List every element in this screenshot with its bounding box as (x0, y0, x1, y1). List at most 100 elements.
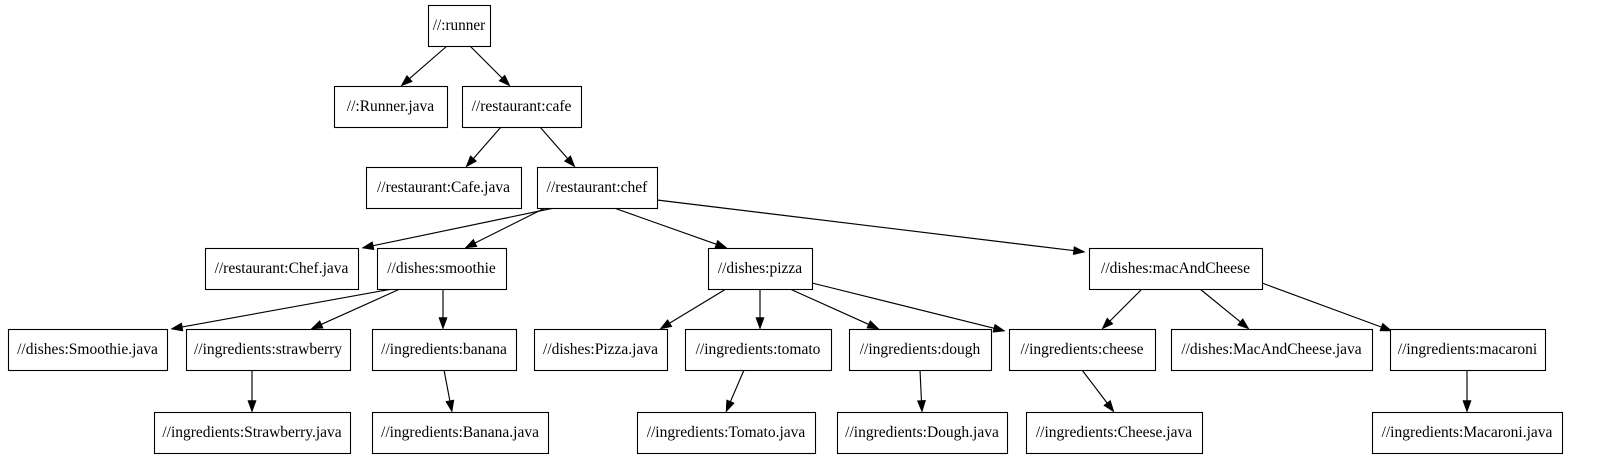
node-cheese[interactable]: //ingredients:cheese (1008, 328, 1157, 372)
node-runner_java[interactable]: //:Runner.java (333, 85, 449, 129)
edge-arrowhead (464, 238, 478, 249)
node-cheese_java[interactable]: //ingredients:Cheese.java (1025, 411, 1204, 455)
node-box[interactable] (684, 328, 833, 372)
edge-arrowhead (755, 317, 765, 330)
edge-cheese-to-cheese_java (1081, 369, 1115, 413)
node-pizza_java[interactable]: //dishes:Pizza.java (533, 328, 669, 372)
node-box[interactable] (533, 328, 669, 372)
node-box[interactable] (636, 411, 817, 455)
node-pizza[interactable]: //dishes:pizza (707, 247, 814, 291)
node-label: //dishes:pizza (718, 260, 802, 277)
edge-arrowhead (498, 74, 511, 87)
node-label: //dishes:Pizza.java (543, 341, 658, 358)
edge-shaft (669, 288, 727, 324)
node-layer: //:runner //:Runner.java //restaurant:cafe… (7, 4, 1564, 455)
edge-shaft (789, 288, 869, 325)
node-box[interactable] (1008, 328, 1157, 372)
edge-tomato-to-tomato_java (725, 369, 745, 413)
node-label: //ingredients:cheese (1020, 341, 1143, 358)
node-box[interactable] (461, 85, 583, 129)
edge-pizza-to-pizza_java (659, 288, 727, 330)
edge-arrowhead (247, 400, 257, 413)
node-label: //dishes:macAndCheese (1101, 260, 1250, 277)
node-macaroni_java[interactable]: //ingredients:Macaroni.java (1371, 411, 1564, 455)
node-box[interactable] (707, 247, 814, 291)
node-runner[interactable]: //:runner (427, 4, 492, 48)
edge-shaft (1261, 282, 1382, 328)
node-dough_java[interactable]: //ingredients:Dough.java (836, 411, 1009, 455)
node-macandcheese_java[interactable]: //dishes:MacAndCheese.java (1170, 328, 1374, 372)
node-label: //ingredients:tomato (696, 341, 821, 358)
node-box[interactable] (848, 328, 993, 372)
node-label: //dishes:smoothie (387, 260, 496, 277)
node-label: //restaurant:Cafe.java (377, 179, 510, 196)
edge-cafe-to-cafe_java (465, 126, 502, 168)
node-dough[interactable]: //ingredients:dough (848, 328, 993, 372)
edge-smoothie-to-strawberry (310, 288, 401, 330)
node-strawberry[interactable]: //ingredients:strawberry (185, 328, 352, 372)
edge-arrowhead (1379, 322, 1393, 332)
node-box[interactable] (1371, 411, 1564, 455)
node-box[interactable] (365, 166, 523, 210)
edge-arrowhead (725, 399, 735, 413)
node-cafe_java[interactable]: //restaurant:Cafe.java (365, 166, 523, 210)
node-label: //ingredients:Cheese.java (1036, 424, 1192, 441)
node-chef_java[interactable]: //restaurant:Chef.java (204, 247, 360, 291)
edge-cafe-to-chef (539, 126, 576, 168)
node-smoothie_java[interactable]: //dishes:Smoothie.java (7, 328, 169, 372)
node-label: //ingredients:strawberry (194, 341, 342, 358)
edge-shaft (613, 207, 717, 245)
node-box[interactable] (536, 166, 659, 210)
edge-arrowhead (438, 317, 448, 330)
edge-arrowhead (1462, 400, 1472, 413)
node-label: //dishes:Smoothie.java (17, 341, 158, 358)
node-chef[interactable]: //restaurant:chef (536, 166, 659, 210)
node-box[interactable] (836, 411, 1009, 455)
edge-arrowhead (659, 319, 673, 330)
edge-shaft (1081, 369, 1108, 404)
node-box[interactable] (1170, 328, 1374, 372)
node-box[interactable] (7, 328, 169, 372)
node-cafe[interactable]: //restaurant:cafe (461, 85, 583, 129)
edge-shaft (373, 207, 555, 247)
edge-shaft (409, 45, 448, 79)
edge-arrowhead (1237, 318, 1250, 330)
edge-shaft (1109, 288, 1143, 322)
edge-arrowhead (563, 155, 576, 168)
node-banana[interactable]: //ingredients:banana (371, 328, 518, 372)
edge-layer (170, 45, 1472, 413)
node-box[interactable] (185, 328, 352, 372)
edge-runner-to-cafe (469, 45, 511, 87)
edge-smoothie-to-banana (438, 289, 448, 330)
edge-pizza-to-dough (789, 288, 880, 330)
node-box[interactable] (376, 247, 508, 291)
node-box[interactable] (371, 328, 518, 372)
edge-shaft (182, 288, 393, 328)
node-box[interactable] (1025, 411, 1204, 455)
edge-macandcheese-to-macaroni (1261, 282, 1393, 332)
node-box[interactable] (204, 247, 360, 291)
node-label: //ingredients:macaroni (1398, 341, 1538, 358)
node-smoothie[interactable]: //dishes:smoothie (376, 247, 508, 291)
node-box[interactable] (371, 411, 550, 455)
edge-arrowhead (714, 239, 728, 249)
node-strawberry_java[interactable]: //ingredients:Strawberry.java (153, 411, 352, 455)
node-tomato[interactable]: //ingredients:tomato (684, 328, 833, 372)
node-banana_java[interactable]: //ingredients:Banana.java (371, 411, 550, 455)
node-label: //ingredients:Banana.java (381, 424, 539, 441)
node-box[interactable] (333, 85, 449, 129)
node-label: //restaurant:cafe (472, 98, 572, 115)
edge-arrowhead (992, 323, 1006, 333)
node-box[interactable] (427, 4, 492, 48)
node-box[interactable] (1389, 328, 1547, 372)
edge-shaft (473, 126, 502, 159)
edge-arrowhead (465, 155, 478, 168)
node-box[interactable] (153, 411, 352, 455)
edge-strawberry-to-strawberry_java (247, 370, 257, 413)
edge-arrowhead (310, 320, 324, 330)
node-box[interactable] (1088, 247, 1264, 291)
node-label: //:runner (433, 17, 486, 34)
node-macaroni[interactable]: //ingredients:macaroni (1389, 328, 1547, 372)
node-tomato_java[interactable]: //ingredients:Tomato.java (636, 411, 817, 455)
node-macandcheese[interactable]: //dishes:macAndCheese (1088, 247, 1264, 291)
